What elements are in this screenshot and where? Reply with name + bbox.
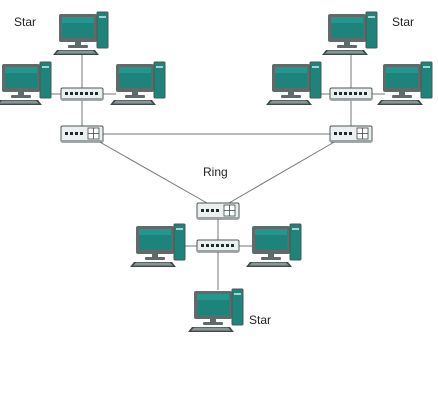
computer-icon: [187, 288, 244, 333]
ring-switch-icon: [196, 202, 240, 220]
star-label-top-left: Star: [14, 15, 37, 29]
computer-icon: [321, 11, 378, 56]
computer-icon: [0, 61, 52, 106]
star-label-bottom: Star: [249, 313, 272, 327]
ring-link-left-bottom: [97, 140, 208, 204]
computer-icon: [245, 223, 302, 268]
computer-icon: [265, 61, 322, 106]
computer-icon: [376, 61, 433, 106]
computer-icon: [129, 223, 186, 268]
switch-icon: [329, 87, 373, 101]
ring-switch-icon: [329, 125, 373, 143]
switch-icon: [196, 239, 240, 253]
computer-icon: [52, 11, 109, 56]
star-label-top-right: Star: [392, 15, 415, 29]
ring-link-right-bottom: [228, 140, 337, 204]
computer-icon: [109, 61, 166, 106]
ring-switch-icon: [60, 125, 104, 143]
switch-icon: [60, 87, 104, 101]
ring-label: Ring: [203, 165, 228, 179]
